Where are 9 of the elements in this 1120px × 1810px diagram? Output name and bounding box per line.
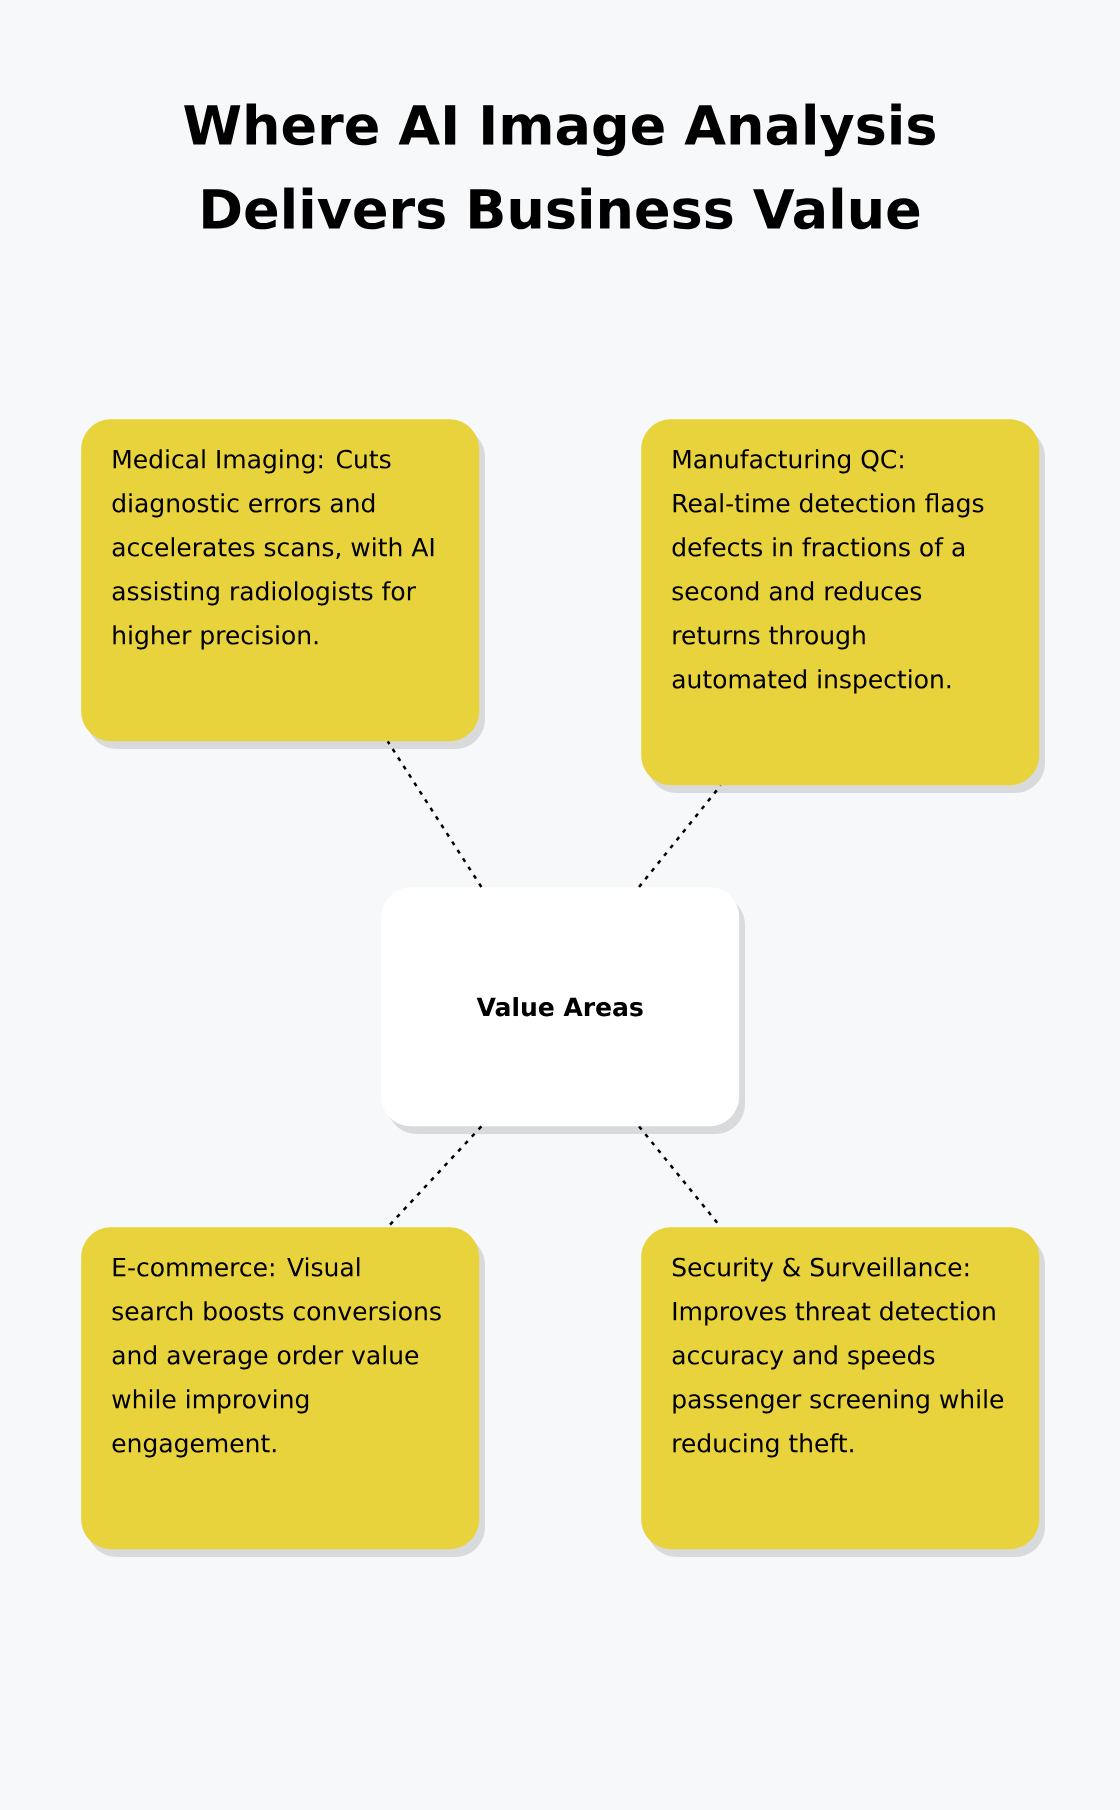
connector-line [386, 1125, 483, 1228]
info-box: Security & Surveillance: Improves threat detection accuracy and speeds passenger screening while reducing theft. [641, 1227, 1045, 1557]
info-box: E-commerce: Visual search boosts conversions and average order value while improving engagement. [81, 1227, 485, 1557]
title: Where AI Image Analysis Delivers Business Value [184, 103, 935, 230]
connector-line [386, 740, 483, 888]
info-box: Manufacturing QC: Real-time detection flags defects in fractions of a second and reduces returns through automated inspection. [641, 419, 1045, 793]
center-box: Value Areas [381, 887, 745, 1134]
info-box: Medical Imaging: Cuts diagnostic errors and accelerates scans, with AI assisting radiologists for higher precision. [81, 419, 485, 749]
connector-line [638, 784, 722, 888]
